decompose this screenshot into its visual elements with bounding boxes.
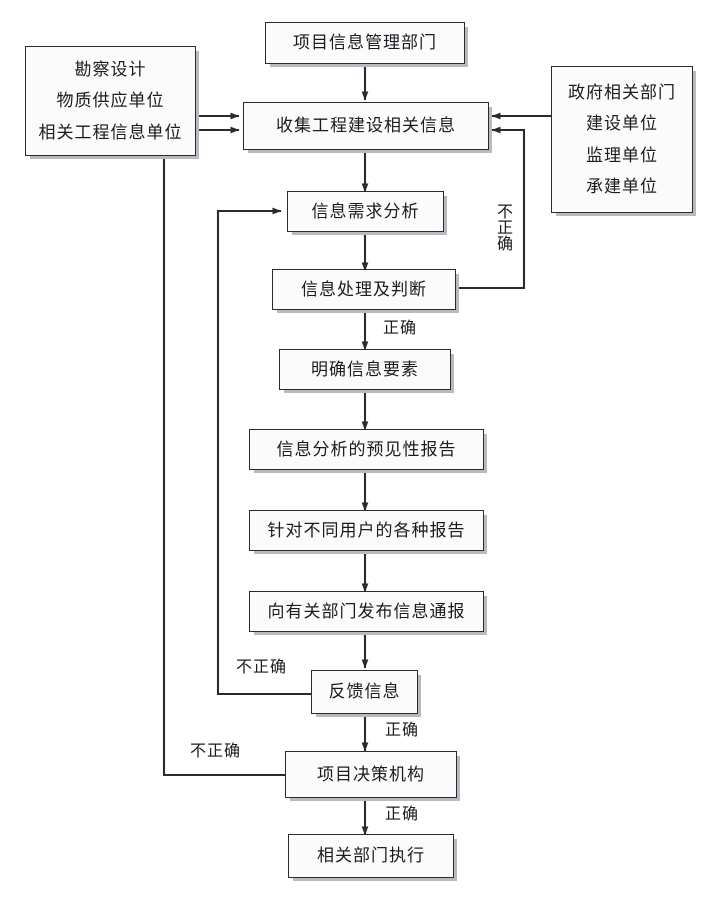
edge-process-incorrect-to-collect bbox=[456, 126, 526, 290]
node-feedback-info[interactable]: 反馈信息 bbox=[311, 670, 418, 714]
node-process-judge[interactable]: 信息处理及判断 bbox=[272, 269, 456, 310]
edge-label-correct-after-judge: 正确 bbox=[383, 320, 418, 337]
node-right-sources-line-1: 政府相关部门 bbox=[568, 82, 676, 102]
node-right-sources-line-2: 建设单位 bbox=[586, 114, 658, 133]
node-dept-execute[interactable]: 相关部门执行 bbox=[288, 834, 454, 878]
node-left-sources-line-2: 物质供应单位 bbox=[56, 91, 165, 111]
edge-label-incorrect-feedback: 不正确 bbox=[236, 659, 288, 676]
node-decision-body[interactable]: 项目决策机构 bbox=[285, 751, 457, 798]
node-dept-execute-line-1: 相关部门执行 bbox=[317, 846, 425, 866]
edge-label-correct-after-feedback: 正确 bbox=[385, 722, 420, 739]
node-project-info-dept-line-1: 项目信息管理部门 bbox=[293, 33, 437, 53]
node-clarify-elements-line-1: 明确信息要素 bbox=[311, 359, 419, 379]
edge-label-incorrect-decision: 不正确 bbox=[190, 743, 242, 760]
node-user-reports[interactable]: 针对不同用户的各种报告 bbox=[249, 510, 484, 551]
node-demand-analysis-line-1: 信息需求分析 bbox=[311, 201, 420, 221]
node-predictive-report[interactable]: 信息分析的预见性报告 bbox=[249, 429, 484, 470]
node-predictive-report-line-1: 信息分析的预见性报告 bbox=[276, 439, 457, 459]
node-collect-info[interactable]: 收集工程建设相关信息 bbox=[243, 102, 489, 150]
node-left-sources-line-3: 相关工程信息单位 bbox=[38, 122, 183, 142]
node-project-info-dept[interactable]: 项目信息管理部门 bbox=[265, 22, 465, 64]
node-publish-bulletin[interactable]: 向有关部门发布信息通报 bbox=[249, 591, 484, 632]
node-right-sources-line-4: 承建单位 bbox=[586, 177, 658, 196]
edge-label-correct-after-decision: 正确 bbox=[385, 806, 420, 823]
node-user-reports-line-1: 针对不同用户的各种报告 bbox=[267, 520, 466, 540]
node-left-sources[interactable]: 勘察设计 物质供应单位 相关工程信息单位 bbox=[25, 46, 196, 156]
node-right-sources-line-3: 监理单位 bbox=[586, 145, 658, 165]
node-left-sources-line-1: 勘察设计 bbox=[74, 59, 147, 79]
node-feedback-info-line-1: 反馈信息 bbox=[328, 682, 401, 702]
edge-label-incorrect-right: 不正确 bbox=[494, 203, 511, 251]
node-demand-analysis[interactable]: 信息需求分析 bbox=[287, 191, 444, 232]
node-right-sources[interactable]: 政府相关部门 建设单位 监理单位 承建单位 bbox=[551, 66, 693, 213]
node-clarify-elements[interactable]: 明确信息要素 bbox=[279, 349, 451, 390]
node-publish-bulletin-line-1: 向有关部门发布信息通报 bbox=[267, 601, 466, 621]
node-process-judge-line-1: 信息处理及判断 bbox=[301, 279, 427, 299]
node-collect-info-line-1: 收集工程建设相关信息 bbox=[276, 116, 456, 136]
node-decision-body-line-1: 项目决策机构 bbox=[317, 764, 425, 784]
